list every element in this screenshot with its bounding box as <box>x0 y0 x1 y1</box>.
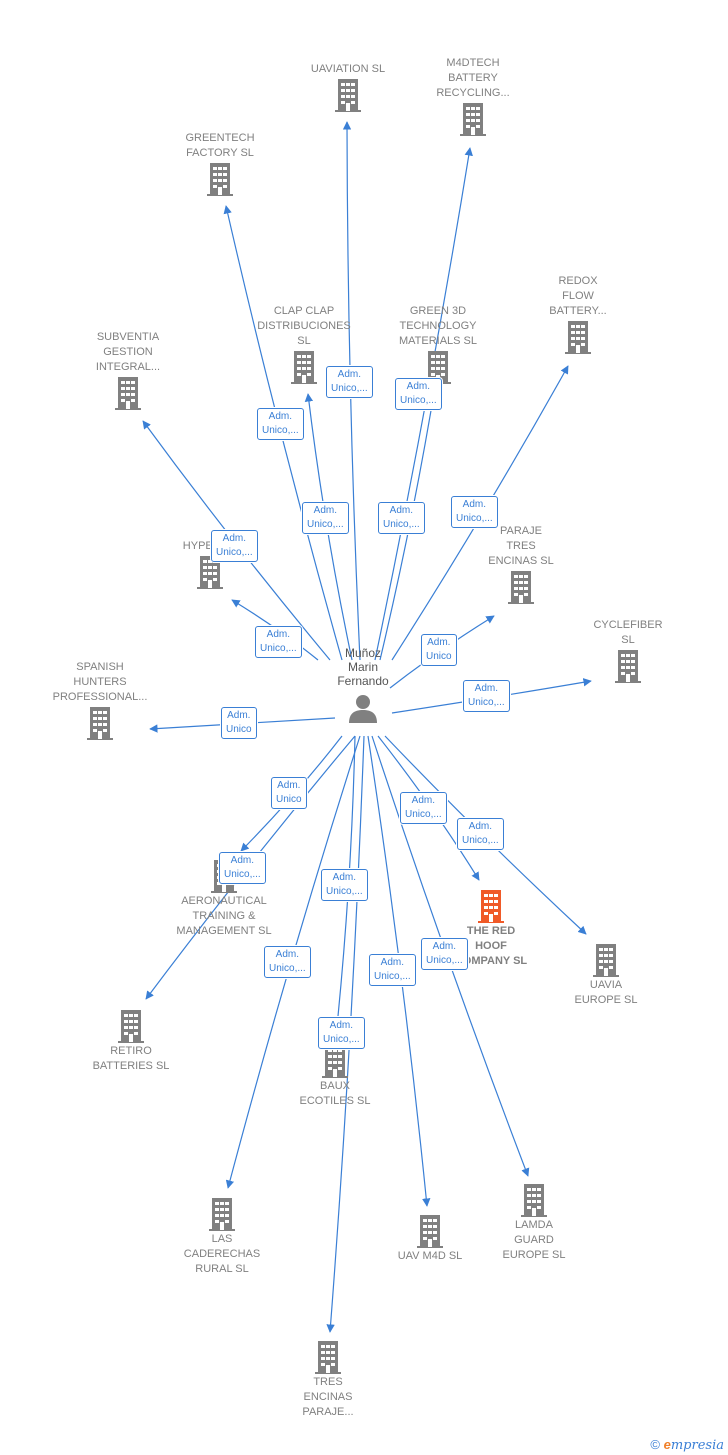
company-label: TRES ENCINAS PARAJE... <box>302 1376 354 1418</box>
company-label: GREEN 3D TECHNOLOGY MATERIALS SL <box>398 305 478 347</box>
company-node-spanish[interactable]: SPANISH HUNTERS PROFESSIONAL... <box>45 660 155 741</box>
role-label[interactable]: Adm. Unico <box>421 634 457 666</box>
company-label: AERONAUTICAL TRAINING & MANAGEMENT SL <box>176 895 272 937</box>
company-node-redox[interactable]: REDOX FLOW BATTERY... <box>523 274 633 355</box>
company-node-redhoof[interactable]: THE RED HOOF COMPANY SL <box>436 888 546 969</box>
company-node-m4dtech[interactable]: M4DTECH BATTERY RECYCLING... <box>418 56 528 137</box>
company-label: BAUX ECOTILES SL <box>299 1080 371 1107</box>
building-icon <box>118 1010 144 1043</box>
role-label[interactable]: Adm. Unico,... <box>421 938 468 970</box>
role-label[interactable]: Adm. Unico <box>221 707 257 739</box>
building-icon <box>508 571 534 604</box>
company-node-greentech[interactable]: GREENTECH FACTORY SL <box>165 131 275 197</box>
role-label[interactable]: Adm. Unico,... <box>378 502 425 534</box>
building-icon <box>417 1215 443 1248</box>
building-icon <box>565 321 591 354</box>
company-node-green3d[interactable]: GREEN 3D TECHNOLOGY MATERIALS SL <box>383 304 493 385</box>
company-label: CYCLEFIBER SL <box>593 619 663 646</box>
company-node-uavia[interactable]: UAVIA EUROPE SL <box>551 942 661 1008</box>
company-node-uaviation[interactable]: UAVIATION SL <box>293 62 403 113</box>
role-label[interactable]: Adm. Unico,... <box>321 869 368 901</box>
role-label[interactable]: Adm. Unico,... <box>255 626 302 658</box>
role-label[interactable]: Adm. Unico,... <box>302 502 349 534</box>
company-node-caderechas[interactable]: LAS CADERECHAS RURAL SL <box>167 1196 277 1277</box>
company-label: GREENTECH FACTORY SL <box>185 132 255 159</box>
role-label[interactable]: Adm. Unico,... <box>400 792 447 824</box>
role-label[interactable]: Adm. Unico,... <box>463 680 510 712</box>
person-label: Muñoz Marin Fernando <box>337 646 389 688</box>
company-label: SUBVENTIA GESTION INTEGRAL... <box>95 331 161 373</box>
company-node-subventia[interactable]: SUBVENTIA GESTION INTEGRAL... <box>73 330 183 411</box>
role-label[interactable]: Adm. Unico,... <box>257 408 304 440</box>
company-node-lamda[interactable]: LAMDA GUARD EUROPE SL <box>479 1182 589 1263</box>
company-node-uavm4d[interactable]: UAV M4D SL <box>375 1213 485 1264</box>
company-node-cyclefiber[interactable]: CYCLEFIBER SL <box>573 618 683 684</box>
person-icon <box>349 695 377 723</box>
role-label[interactable]: Adm. Unico,... <box>211 530 258 562</box>
company-label: CLAP CLAP DISTRIBUCIONES SL <box>257 305 351 347</box>
role-label[interactable]: Adm. Unico,... <box>318 1017 365 1049</box>
building-icon <box>207 163 233 196</box>
building-icon <box>315 1341 341 1374</box>
role-label[interactable]: Adm. Unico,... <box>451 496 498 528</box>
building-icon <box>521 1184 547 1217</box>
building-icon <box>593 944 619 977</box>
company-node-baux[interactable]: BAUX ECOTILES SL <box>280 1043 390 1109</box>
company-label: PARAJE TRES ENCINAS SL <box>488 525 554 567</box>
building-icon <box>115 377 141 410</box>
company-node-retiro[interactable]: RETIRO BATTERIES SL <box>76 1008 186 1074</box>
role-label[interactable]: Adm. Unico,... <box>457 818 504 850</box>
company-label: UAV M4D SL <box>397 1250 463 1262</box>
role-label[interactable]: Adm. Unico,... <box>369 954 416 986</box>
role-label[interactable]: Adm. Unico,... <box>219 852 266 884</box>
company-label: SPANISH HUNTERS PROFESSIONAL... <box>52 661 148 703</box>
role-label[interactable]: Adm. Unico,... <box>264 946 311 978</box>
role-label[interactable]: Adm. Unico <box>271 777 307 809</box>
company-label: RETIRO BATTERIES SL <box>92 1045 170 1072</box>
copyright-symbol: © <box>650 1437 660 1452</box>
company-label: UAVIA EUROPE SL <box>574 979 638 1006</box>
building-icon <box>291 351 317 384</box>
building-icon <box>460 103 486 136</box>
brand-logo: © empresia <box>650 1437 724 1453</box>
building-icon <box>209 1198 235 1231</box>
company-label: THE RED HOOF COMPANY SL <box>454 925 528 967</box>
company-node-aeronautical[interactable]: AERONAUTICAL TRAINING & MANAGEMENT SL <box>169 858 279 939</box>
company-label: UAVIATION SL <box>310 63 386 75</box>
building-icon <box>87 707 113 740</box>
building-icon-highlighted <box>478 890 504 923</box>
company-node-clapclap[interactable]: CLAP CLAP DISTRIBUCIONES SL <box>249 304 359 385</box>
company-node-paraje[interactable]: PARAJE TRES ENCINAS SL <box>466 524 576 605</box>
person-node[interactable]: Muñoz Marin Fernando <box>323 646 403 724</box>
company-node-tresencinas[interactable]: TRES ENCINAS PARAJE... <box>273 1339 383 1420</box>
building-icon <box>335 79 361 112</box>
company-label: REDOX FLOW BATTERY... <box>549 275 607 317</box>
role-label[interactable]: Adm. Unico,... <box>326 366 373 398</box>
brand-name: mpresia <box>670 1438 724 1453</box>
brand-initial: e <box>663 1437 671 1452</box>
building-icon <box>615 650 641 683</box>
company-label: LAS CADERECHAS RURAL SL <box>183 1233 261 1275</box>
role-label[interactable]: Adm. Unico,... <box>395 378 442 410</box>
company-label: LAMDA GUARD EUROPE SL <box>502 1219 566 1261</box>
company-label: M4DTECH BATTERY RECYCLING... <box>436 57 510 99</box>
